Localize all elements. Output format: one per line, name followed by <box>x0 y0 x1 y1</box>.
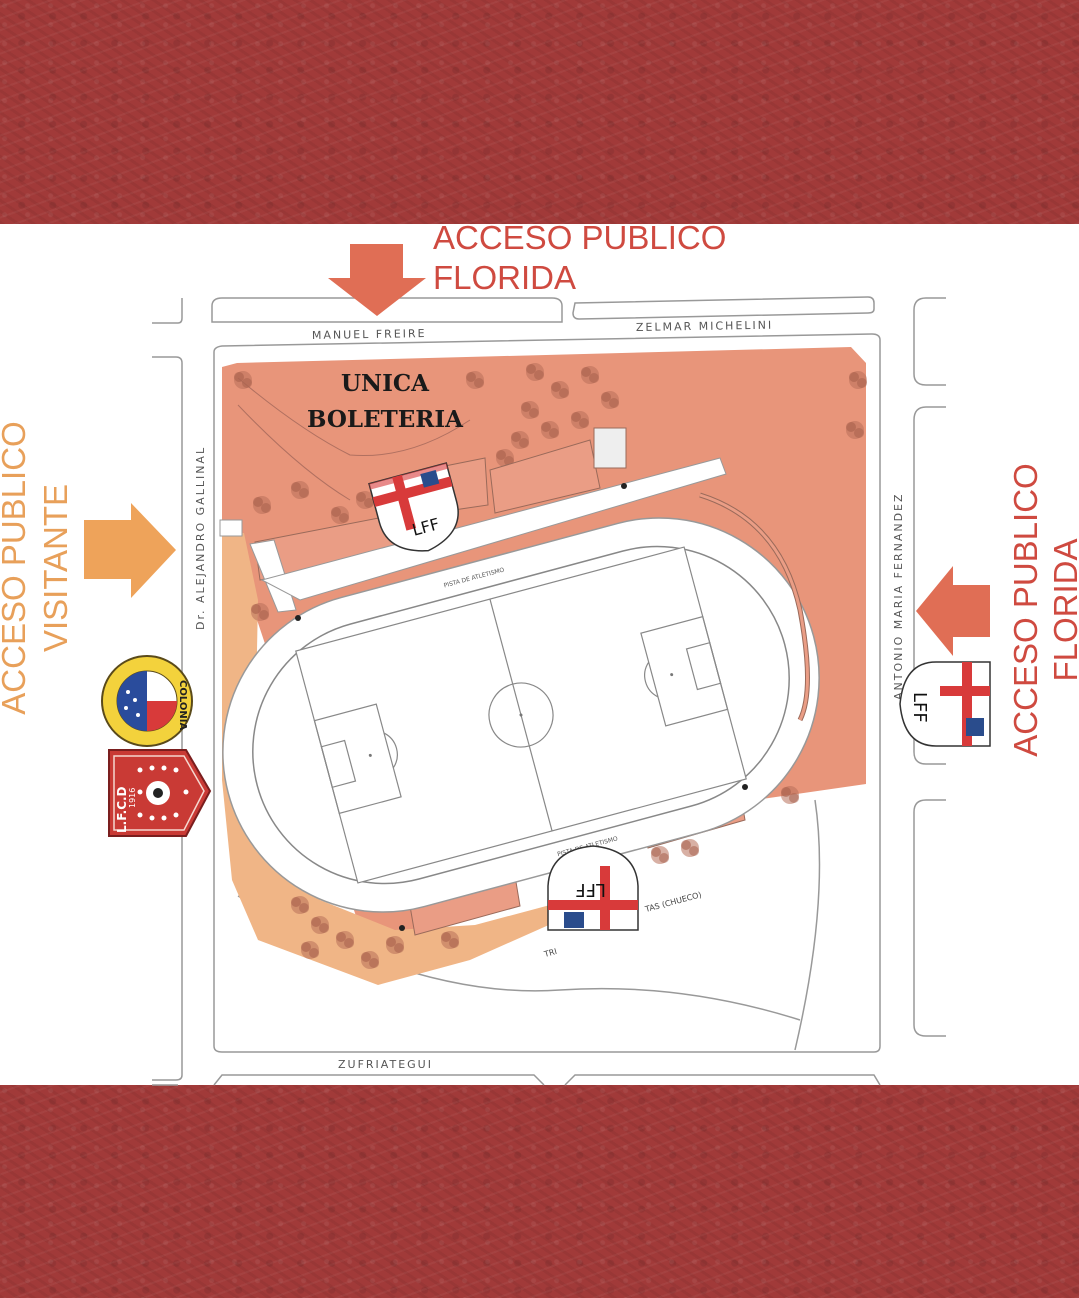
access-left-line-2: VISITANTE <box>37 483 74 653</box>
access-top-line-2: FLORIDA <box>433 259 577 296</box>
lff-shield-icon: LFF <box>368 462 459 552</box>
access-right-line-1: ACCESO PUBLICO <box>1007 463 1044 757</box>
lff-shield-text-2: LFF <box>909 692 930 723</box>
down-arrow-icon <box>328 244 426 316</box>
colonia-seal-icon: COLONIA <box>101 655 193 747</box>
street-manuel-freire: MANUEL FREIRE <box>312 327 427 342</box>
street-antonio-maria-fernandez: ANTONIO MARIA FERNANDEZ <box>892 492 905 700</box>
home-zone-lines <box>237 377 471 501</box>
street-zufriategui: ZUFRIATEGUI <box>338 1058 433 1071</box>
lfcd-shield-text: L.F.C.D <box>115 786 129 833</box>
south-stand-prefix: TRI <box>542 947 558 959</box>
ticket-office-label: UNICA BOLETERIA <box>300 366 470 438</box>
access-right-line-2: FLORIDA <box>1047 538 1079 682</box>
street-zelmar-michelini: ZELMAR MICHELINI <box>636 319 773 334</box>
bottom-decorative-band <box>0 1085 1079 1298</box>
access-top-line-1: ACCESO PUBLICO <box>433 219 727 256</box>
ticket-office-line-1: UNICA <box>341 370 429 397</box>
walkway <box>260 457 727 601</box>
ticket-office-line-2: BOLETERIA <box>307 406 463 433</box>
markers <box>295 483 748 931</box>
right-arrow-icon <box>84 503 176 598</box>
lff-shield-text-3: LFF <box>575 879 606 900</box>
stadium: PISTA DE ATLETISMO PISTA DE ATLETISMO <box>222 517 820 913</box>
access-left-line-1: ACCESO PUBLICO <box>0 421 32 715</box>
top-decorative-band <box>0 0 1079 224</box>
left-arrow-icon <box>916 566 990 656</box>
south-stand-label: TAS (CHUECO) <box>643 890 702 914</box>
colonia-seal-name: COLONIA <box>177 680 188 730</box>
lfcd-shield-icon: L.F.C.D 1916 <box>108 749 212 837</box>
lff-shield-icon: LFF <box>547 845 639 931</box>
lfcd-shield-year: 1916 <box>128 788 137 808</box>
street-alejandro-gallinal: Dr. ALEJANDRO GALLINAL <box>194 446 207 630</box>
lff-shield-icon: LFF <box>899 661 991 747</box>
